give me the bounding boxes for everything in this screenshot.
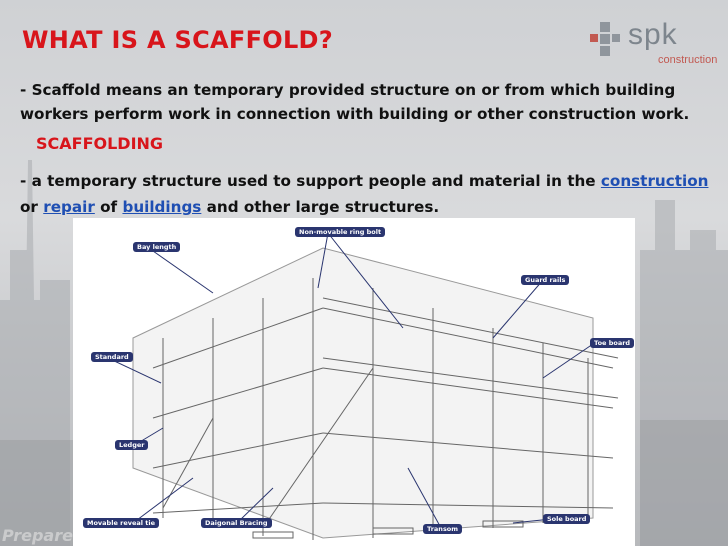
callout-sole-board: Sole board	[543, 514, 591, 524]
callout-reveal-tie: Movable reveal tie	[83, 518, 159, 528]
link-construction[interactable]: construction	[600, 172, 709, 190]
callout-standard: Standard	[91, 352, 133, 362]
link-buildings[interactable]: buildings	[122, 198, 202, 216]
logo-wordmark: spk	[628, 18, 678, 51]
callout-ring-bolt: Non-movable ring bolt	[295, 227, 386, 237]
logo-mark-icon	[590, 22, 624, 56]
scaffolding-definition: - a temporary structure used to support …	[20, 168, 720, 220]
scaffolding-heading: SCAFFOLDING	[36, 134, 164, 153]
callout-diagonal-bracing: Daigonal Bracing	[201, 518, 272, 528]
callout-guard-rails: Guard rails	[521, 275, 570, 285]
scaffold-drawing	[107, 232, 619, 540]
callout-ledger: Ledger	[115, 440, 149, 450]
definition-or: or	[20, 198, 44, 216]
slide-title: WHAT IS A SCAFFOLD?	[22, 26, 333, 54]
footer-text: Prepare	[2, 526, 73, 545]
definition-of: of	[94, 198, 123, 216]
scaffold-diagram: Bay length Non-movable ring bolt Guard r…	[73, 218, 635, 546]
definition-suffix: and other large structures.	[201, 198, 440, 216]
logo-subtitle: construction	[658, 54, 718, 66]
company-logo: spk construction	[590, 18, 717, 78]
scaffold-definition: - Scaffold means an temporary provided s…	[20, 81, 690, 123]
definition-prefix: - a temporary structure used to support …	[20, 172, 601, 190]
callout-bay-length: Bay length	[133, 242, 181, 252]
link-repair[interactable]: repair	[43, 198, 95, 216]
callout-transom: Transom	[423, 524, 463, 534]
callout-toe-board: Toe board	[590, 338, 635, 348]
